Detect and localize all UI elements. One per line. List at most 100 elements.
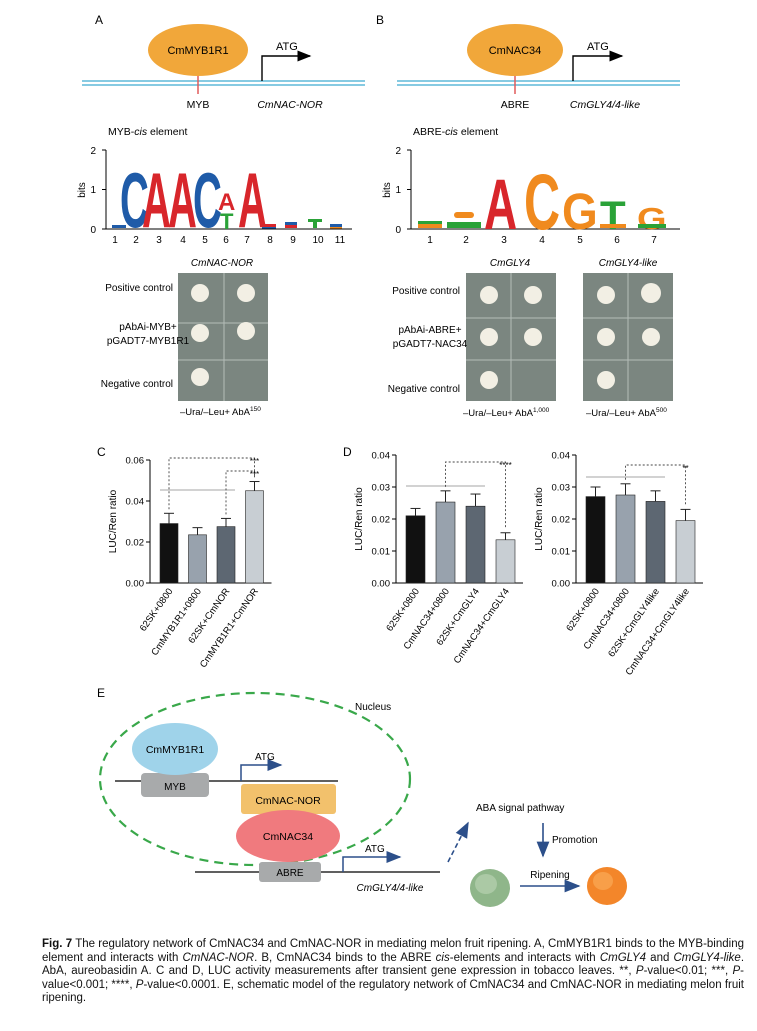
logo-noise	[454, 212, 474, 218]
myb-element-box	[141, 773, 209, 797]
myb-protein-label: CmMYB1R1	[146, 744, 205, 756]
logo-ytick: 1	[395, 185, 401, 196]
logo-ylabel: bits	[382, 182, 393, 198]
logo-noise	[308, 219, 322, 222]
logo-position: 3	[501, 235, 507, 246]
y-tick-label: 0.00	[552, 579, 571, 590]
gene-label: CmNAC-NOR	[257, 99, 323, 111]
cmnac-nor-box	[241, 784, 336, 814]
caption-text: -value<0.0001. E, schematic model of the…	[42, 978, 744, 1005]
logo-letter: G	[637, 202, 667, 236]
yeast-colony	[597, 328, 615, 346]
panel-b-letter: B	[376, 13, 384, 27]
caption-italic: cis	[435, 951, 450, 964]
atg-label: ATG	[365, 844, 385, 855]
logo-noise	[285, 222, 297, 225]
y-tick-label: 0.01	[372, 547, 391, 558]
bar	[245, 490, 264, 584]
caption-italic: CmNAC-NOR	[182, 951, 255, 964]
protein-label: CmNAC34	[489, 45, 542, 57]
y2h-panel-a: CmNAC-NOR Positive control pAbAi-MYB+ pG…	[101, 258, 268, 418]
motif-logo-a: MYB-cis element 2 1 0 bits C A A C A T A…	[77, 126, 352, 246]
caption-italic: CmGLY4	[599, 951, 647, 964]
row-label: pGADT7-NAC34	[393, 339, 468, 350]
logo-position: 10	[312, 235, 324, 246]
tss-arrow	[240, 759, 283, 781]
row-label: Negative control	[388, 384, 460, 395]
yeast-colony	[191, 324, 209, 342]
dashed-arrow	[447, 821, 469, 863]
nucleus-outline	[98, 691, 412, 867]
logo-noise	[638, 224, 666, 228]
logo-letter: C	[524, 159, 560, 247]
logo-position: 11	[335, 235, 346, 246]
myb-box-label: MYB	[164, 782, 186, 793]
nucleus-label: Nucleus	[355, 702, 391, 713]
logo-noise	[600, 224, 626, 228]
logo-position: 8	[267, 235, 273, 246]
abre-box-label: ABRE	[276, 868, 304, 879]
logo-ytick: 2	[90, 146, 96, 157]
y-tick-label: 0.04	[552, 451, 571, 462]
caption-italic: CmGLY4-like	[673, 951, 741, 964]
significance-label: ***	[250, 457, 259, 466]
y-tick-label: 0.01	[552, 547, 571, 558]
y-tick-label: 0.02	[126, 538, 145, 549]
significance-label: ****	[499, 461, 511, 470]
logo-letter: A	[168, 158, 197, 245]
caption-text: -elements and interacts with	[449, 951, 600, 964]
row-label: pAbAi-ABRE+	[398, 325, 461, 336]
aba-pathway-label: ABA signal pathway	[476, 803, 564, 814]
logo-letter: C	[120, 158, 149, 245]
logo-ytick: 1	[90, 185, 96, 196]
logo-noise	[262, 227, 276, 229]
cmmyb1r1-protein	[148, 24, 248, 76]
logo-position: 1	[427, 235, 433, 246]
y2h-gene-label: CmNAC-NOR	[191, 258, 253, 269]
y-axis-label: LUC/Ren ratio	[534, 487, 545, 551]
y-tick-label: 0.06	[126, 456, 145, 467]
caption-text: The regulatory network of CmNAC34 and Cm…	[42, 938, 744, 964]
bar	[585, 496, 606, 584]
atg-label: ATG	[587, 41, 609, 53]
significance-label: **	[682, 464, 688, 473]
logo-position: 6	[614, 235, 620, 246]
caption-text: -value<0.001; ****,	[42, 965, 744, 991]
protein-label: CmMYB1R1	[167, 45, 228, 57]
significance-bracket	[445, 461, 506, 529]
caption-text: . AbA, aureobasidin A. C and D, LUC acti…	[42, 951, 745, 978]
logo-position: 7	[651, 235, 657, 246]
caption-text: . B, CmNAC34 binds to the ABRE	[254, 951, 436, 964]
cmmyb1r1-protein	[132, 723, 218, 775]
logo-letter: A	[238, 158, 267, 245]
logo-position: 2	[133, 235, 139, 246]
row-label: pAbAi-MYB+	[119, 322, 177, 333]
gly-gene-label: CmGLY4/4-like	[357, 883, 424, 894]
figure-caption: Fig. 7 The regulatory network of CmNAC34…	[42, 938, 744, 1006]
logo-noise	[285, 225, 297, 228]
significance-bracket	[168, 457, 255, 510]
media-label: –Ura/–Leu+ AbA1,000	[463, 407, 550, 419]
logo-letter-small: T	[220, 209, 234, 234]
yeast-colony	[480, 328, 498, 346]
promotion-label: Promotion	[552, 835, 598, 846]
row-label: Negative control	[101, 379, 173, 390]
caption-italic: P	[635, 965, 644, 978]
logo-position: 6	[223, 235, 229, 246]
logo-letter: G	[562, 184, 598, 241]
yeast-colony	[237, 284, 255, 302]
significance-bracket	[225, 470, 255, 515]
panel-a: A CmMYB1R1 ATG MYB CmNAC-NOR	[82, 13, 365, 111]
logo-noise	[447, 222, 481, 228]
bar	[159, 523, 179, 584]
logo-noise	[418, 224, 442, 228]
logo-ylabel: bits	[77, 182, 88, 198]
media-label: –Ura/–Leu+ AbA500	[586, 407, 667, 419]
motif-title: MYB-cis element	[108, 126, 187, 138]
panel-d-letter: D	[343, 445, 352, 459]
bar	[675, 520, 696, 584]
atg-label: ATG	[255, 752, 275, 763]
y-tick-label: 0.03	[552, 483, 571, 494]
